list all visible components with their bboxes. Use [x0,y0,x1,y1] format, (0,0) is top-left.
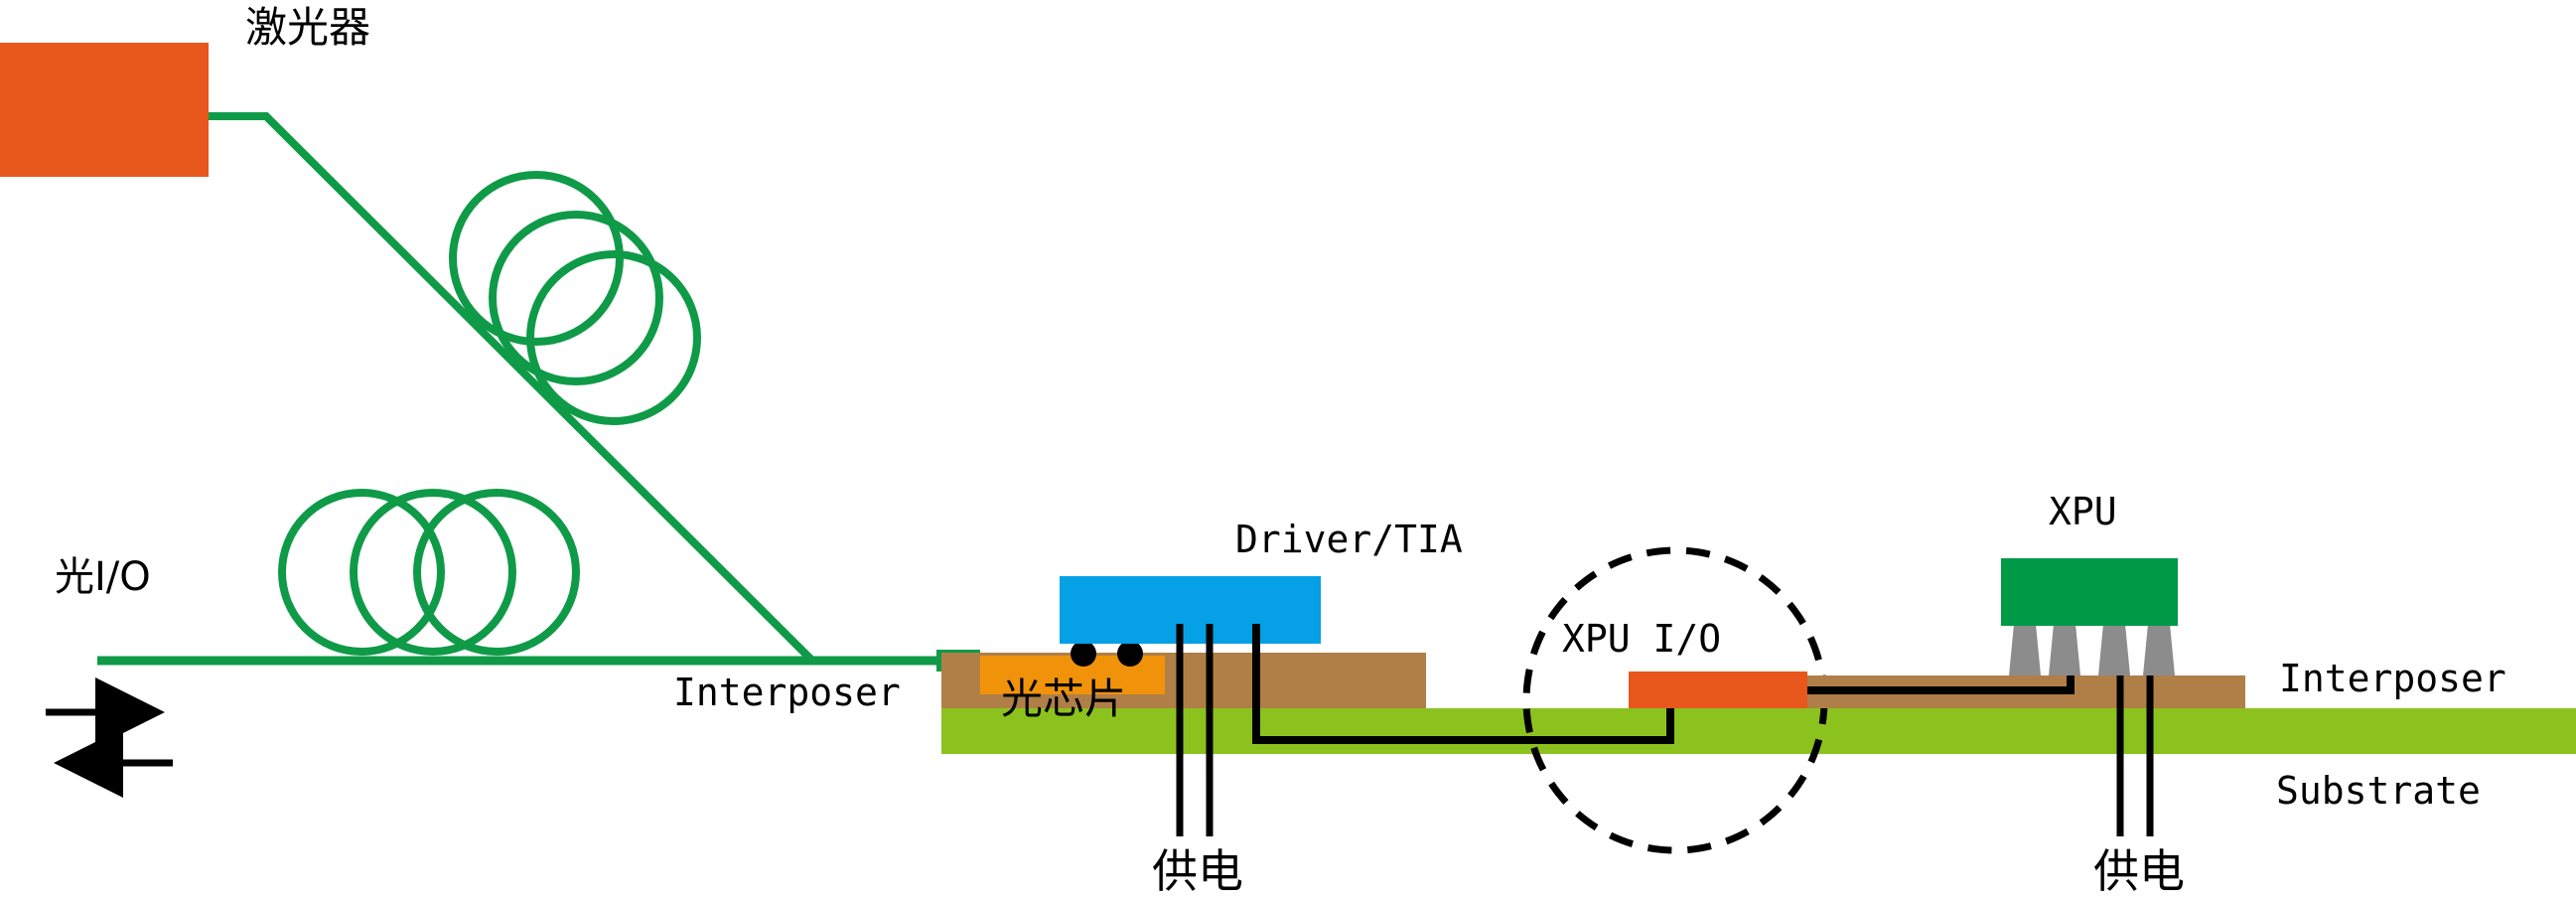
interposer-right-label: Interposer [2279,657,2506,700]
solder-bump [1071,641,1096,667]
xpu-bumps [2009,624,2175,675]
power-left-label: 供电 [1152,844,1243,898]
xpu-label: XPU [2049,490,2117,533]
interposer-left-label: Interposer [673,671,901,714]
xpu-io-label: XPU I/O [1562,617,1721,661]
laser-block [0,43,209,177]
substrate-label: Substrate [2276,769,2481,813]
solder-bump [1117,641,1143,667]
laser-fiber [209,112,815,664]
power-right-label: 供电 [2093,844,2185,898]
substrate [941,708,2576,754]
driver-tia-label: Driver/TIA [1235,518,1463,561]
power-wires-left [1176,624,1214,836]
photonic-chip-label: 光芯片 [1001,674,1126,723]
optical-io-label: 光I/O [55,554,151,600]
xpu-chip [2001,558,2178,626]
driver-to-xpu-io-wire [1252,624,1674,744]
lower-fiber-coil [278,489,580,656]
upper-fiber-coil [449,171,701,425]
driver-tia-chip [1060,576,1321,644]
xpu-io-die [1629,672,1807,708]
laser-label: 激光器 [245,3,370,52]
power-wires-right [2116,675,2154,836]
